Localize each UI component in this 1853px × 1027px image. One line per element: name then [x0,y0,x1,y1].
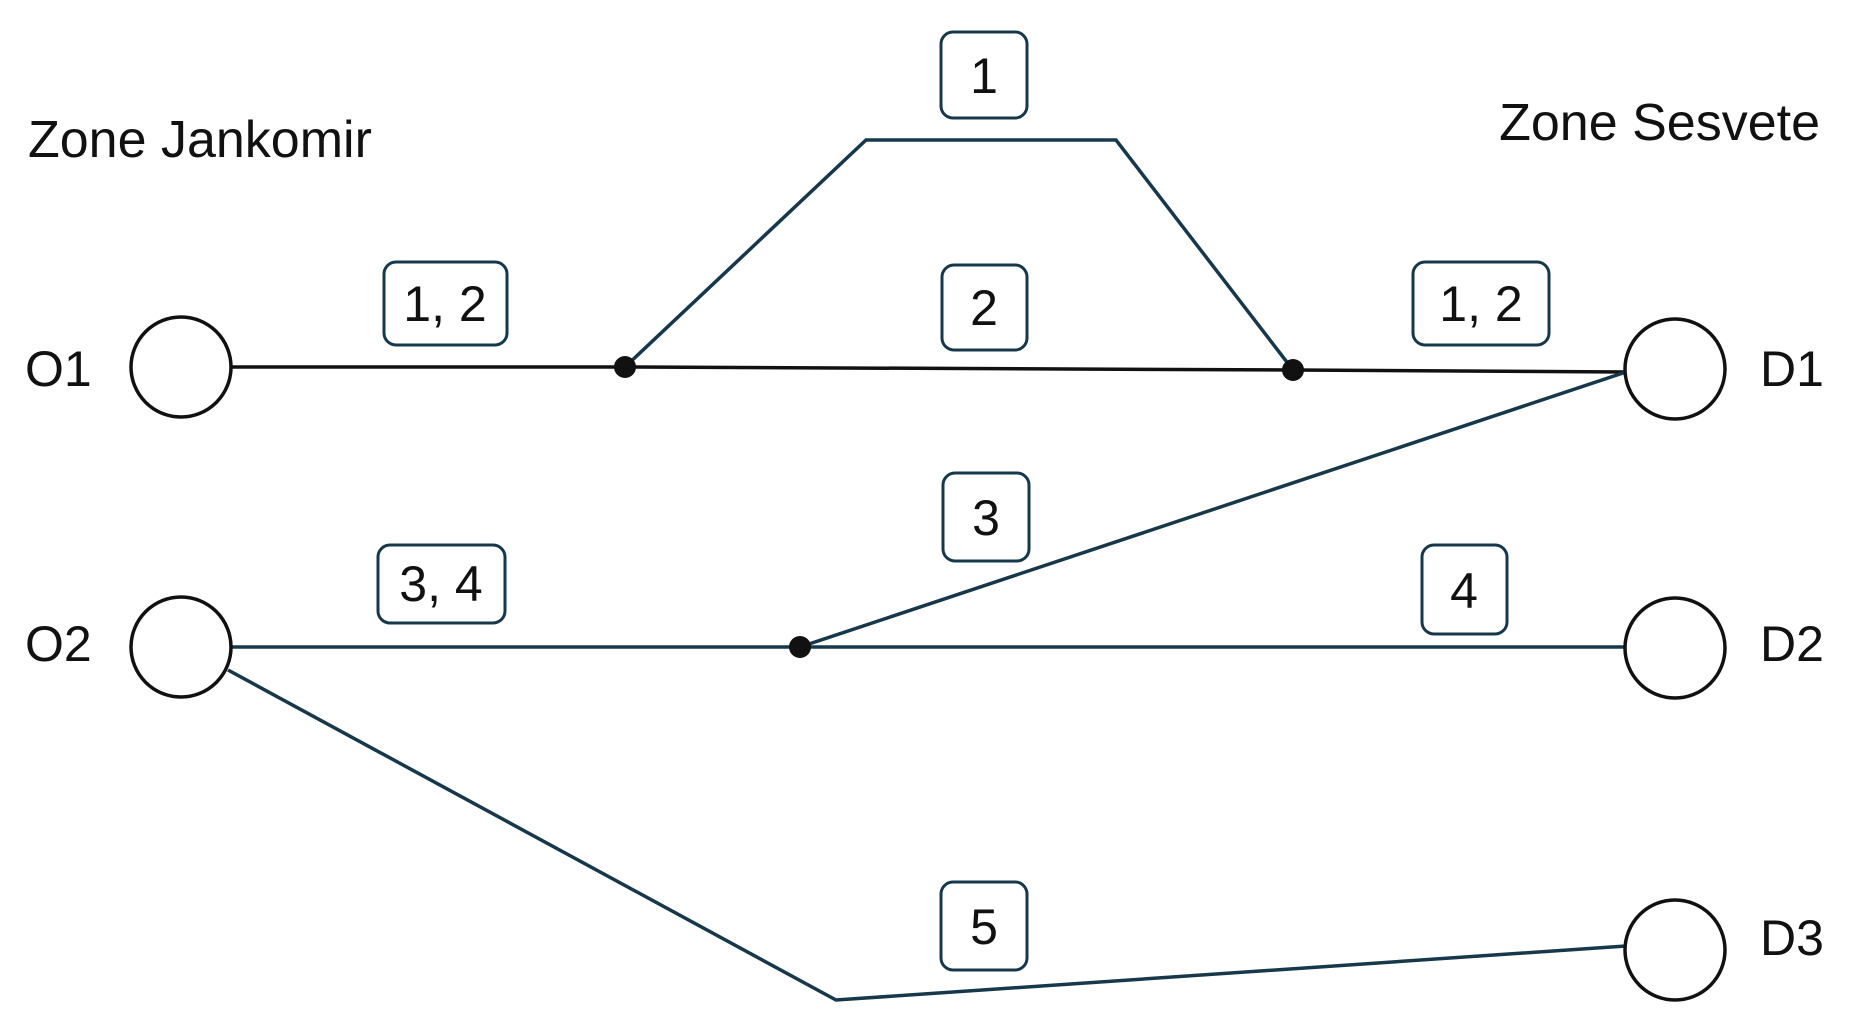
route-label-12-right: 1, 2 [1439,276,1522,332]
route-box-2-mid [940,263,1029,352]
zone-title-destination: Zone Sesvete [1499,94,1820,152]
destination-node-d3 [1623,898,1727,1002]
route-box-5 [939,880,1029,972]
link-junction-b-d1 [1292,368,1627,374]
node-label-d2: D2 [1760,616,1824,672]
origin-node-o2 [129,595,233,699]
junction-b [1282,359,1304,381]
links [227,138,1627,1002]
node-label-o1: O1 [25,341,92,397]
route-box-1-top [939,30,1029,120]
origin-node-o1 [129,315,233,419]
route-labels: 1 1, 2 2 1, 2 3 3, 4 4 5 [376,30,1551,972]
link-route-1-upper-bypass [623,138,1295,372]
zone-title-origin: Zone Jankomir [28,111,372,169]
route-label-1-top: 1 [970,48,998,104]
node-label-d3: D3 [1760,910,1824,966]
link-route-3-to-d1 [799,370,1627,649]
link-route-5-to-d3 [227,668,1627,1002]
route-label-3: 3 [972,490,1000,546]
route-box-3 [941,471,1031,563]
node-label-d1: D1 [1760,341,1824,397]
nodes [129,315,1727,1002]
link-route-2-middle [624,365,1294,372]
route-box-34-left [376,543,507,625]
destination-node-d2 [1623,596,1727,700]
route-label-12-left: 1, 2 [403,276,486,332]
route-label-4: 4 [1450,563,1478,619]
junctions [614,356,1304,658]
route-box-4 [1420,543,1509,636]
destination-node-d1 [1623,317,1727,421]
node-label-o2: O2 [25,616,92,672]
route-box-12-left [382,260,509,347]
route-box-12-right [1411,260,1551,347]
junction-c [789,636,811,658]
route-label-2-mid: 2 [970,280,998,336]
route-label-34-left: 3, 4 [399,556,482,612]
junction-a [614,356,636,378]
route-label-5: 5 [970,899,998,955]
